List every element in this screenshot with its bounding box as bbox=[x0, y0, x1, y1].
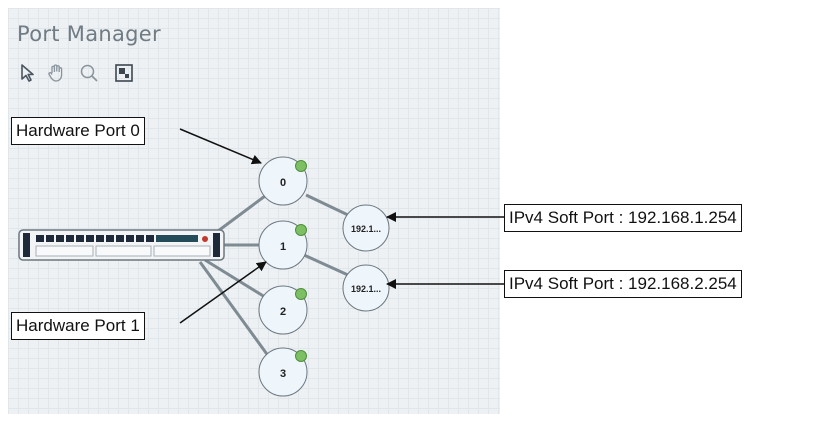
soft-port-label: 192.1... bbox=[351, 224, 381, 234]
link-port1-soft2 bbox=[303, 253, 349, 277]
pointer-tool-button[interactable] bbox=[17, 62, 39, 84]
soft-port-node[interactable]: 192.1... bbox=[342, 264, 390, 312]
pan-tool-button[interactable] bbox=[45, 62, 67, 84]
hand-pan-icon bbox=[48, 64, 63, 82]
switch-device-icon[interactable] bbox=[18, 229, 225, 261]
overview-tool-button[interactable] bbox=[113, 62, 135, 84]
port-label: 3 bbox=[280, 368, 286, 380]
hardware-port-node[interactable]: 1 bbox=[258, 220, 308, 270]
hardware-port-node[interactable]: 0 bbox=[258, 156, 308, 206]
port-label: 1 bbox=[280, 241, 286, 253]
hardware-port-0-callout: Hardware Port 0 bbox=[11, 117, 145, 145]
ipv4-soft-port-2-callout: IPv4 Soft Port : 192.168.2.254 bbox=[504, 270, 742, 298]
port-label: 2 bbox=[280, 306, 286, 318]
overview-icon bbox=[115, 64, 133, 82]
soft-port-label: 192.1... bbox=[351, 284, 381, 294]
page-title: Port Manager bbox=[17, 22, 161, 46]
zoom-tool-button[interactable] bbox=[78, 62, 100, 84]
status-indicator bbox=[295, 288, 307, 300]
arrow-hw1 bbox=[179, 261, 267, 324]
status-indicator bbox=[295, 160, 307, 172]
pointer-icon bbox=[21, 64, 34, 82]
links bbox=[198, 193, 349, 358]
hardware-port-1-callout: Hardware Port 1 bbox=[11, 312, 145, 340]
link-device-port0 bbox=[217, 194, 266, 233]
diagram-canvas[interactable] bbox=[8, 8, 500, 414]
arrow-hw0 bbox=[179, 128, 262, 165]
link-device-port2 bbox=[204, 258, 266, 299]
soft-port-node[interactable]: 192.1... bbox=[342, 204, 390, 252]
callout-arrows bbox=[179, 128, 504, 324]
hardware-port-node[interactable]: 3 bbox=[258, 347, 308, 397]
hardware-port-node[interactable]: 2 bbox=[258, 285, 308, 335]
link-device-port3 bbox=[198, 261, 271, 358]
status-indicator bbox=[295, 224, 307, 236]
status-indicator bbox=[295, 350, 307, 362]
port-label: 0 bbox=[280, 177, 286, 189]
link-port0-soft1 bbox=[305, 193, 349, 217]
zoom-icon bbox=[80, 64, 98, 82]
ipv4-soft-port-1-callout: IPv4 Soft Port : 192.168.1.254 bbox=[504, 204, 742, 232]
